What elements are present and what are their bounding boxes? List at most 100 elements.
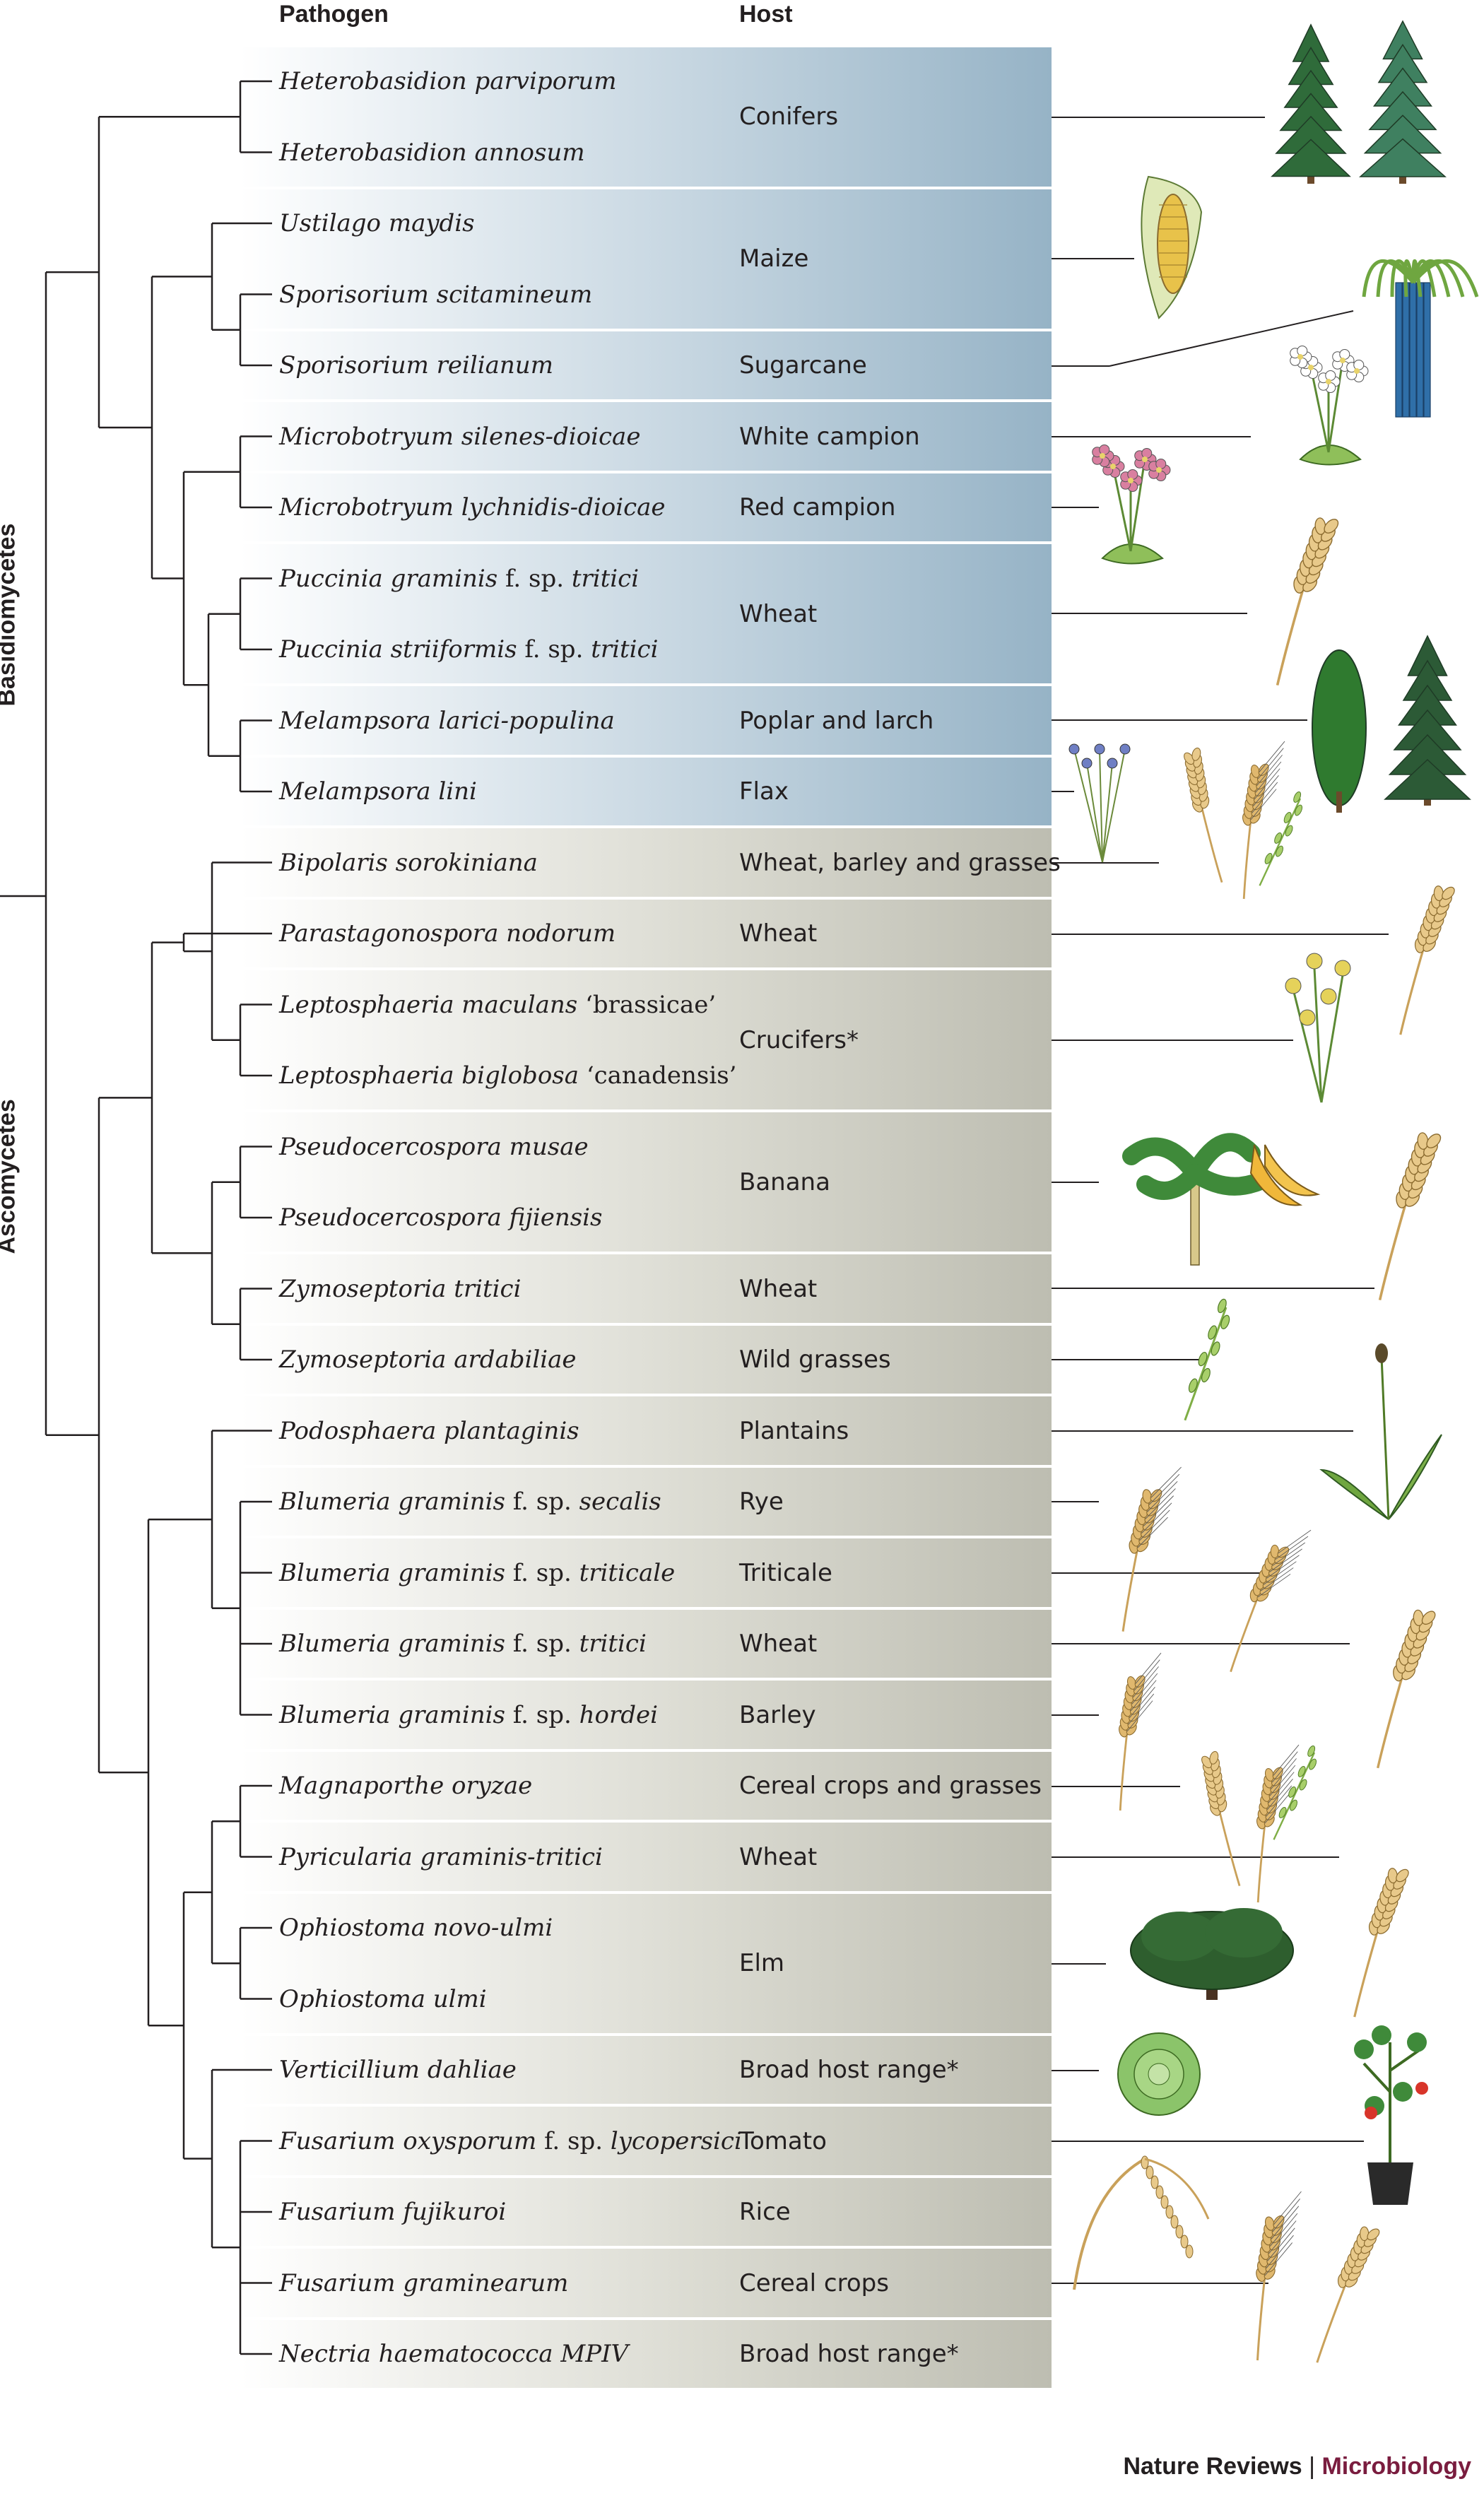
journal-name: Nature Reviews xyxy=(1123,2453,1302,2480)
pathogen-name: Blumeria graminis f. sp. secalis xyxy=(279,1488,661,1516)
sugarcane-icon xyxy=(1362,259,1479,418)
host-label: Wheat xyxy=(739,919,818,948)
pathogen-name: Leptosphaeria maculans ‘brassicae’ xyxy=(279,990,717,1019)
host-label: Poplar and larch xyxy=(739,706,934,735)
cereal-crops-icon xyxy=(1256,2191,1380,2363)
pathogen-name: Microbotryum lychnidis-dioicae xyxy=(279,493,666,522)
host-band xyxy=(240,2035,1052,2104)
pathogen-name: Puccinia striiformis f. sp. tritici xyxy=(279,635,659,664)
credit-divider: | xyxy=(1302,2453,1322,2480)
host-band xyxy=(240,828,1052,897)
tomato-plant-icon xyxy=(1354,2025,1428,2205)
wheat-barley-grass-icon xyxy=(1184,741,1303,900)
host-label: Cereal crops and grasses xyxy=(739,1772,1042,1800)
wild-grass-icon xyxy=(1184,1298,1230,1421)
host-label: Wild grasses xyxy=(739,1346,891,1374)
host-label: Flax xyxy=(739,777,789,806)
host-band xyxy=(240,1680,1052,1749)
pathogen-name: Melampsora lini xyxy=(279,777,477,806)
host-label: Elm xyxy=(739,1949,785,1978)
host-label: Triticale xyxy=(739,1558,832,1587)
host-band xyxy=(240,1254,1052,1323)
journal-section: Microbiology xyxy=(1321,2453,1471,2480)
host-column-header: Host xyxy=(739,1,793,28)
connector-line xyxy=(1109,310,1354,367)
host-band xyxy=(240,2249,1052,2317)
lettuce-icon xyxy=(1117,2032,1201,2116)
host-label: Wheat xyxy=(739,1274,818,1303)
wheat-icon xyxy=(1399,885,1455,1035)
host-label: Rice xyxy=(739,2198,791,2226)
host-band xyxy=(240,686,1052,755)
host-label: Conifers xyxy=(739,102,839,131)
plantain-icon xyxy=(1319,1343,1442,1520)
host-band xyxy=(240,331,1052,400)
pathogen-name: Ophiostoma novo-ulmi xyxy=(279,1914,553,1942)
pathogen-name: Nectria haematococca MPIV xyxy=(279,2340,629,2368)
host-band xyxy=(240,757,1052,826)
host-band xyxy=(240,473,1052,542)
host-band xyxy=(240,2177,1052,2247)
red-campion-icon xyxy=(1092,444,1171,565)
rice-icon xyxy=(1073,2155,1210,2290)
pathogen-name: Blumeria graminis f. sp. hordei xyxy=(279,1700,658,1729)
pathogen-name: Pseudocercospora musae xyxy=(279,1132,589,1161)
pathogen-name: Microbotryum silenes-dioicae xyxy=(279,422,641,451)
triticale-icon xyxy=(1230,1529,1312,1673)
pathogen-name: Fusarium fujikuroi xyxy=(279,2198,507,2226)
pathogen-name: Fusarium graminearum xyxy=(279,2268,569,2297)
host-label: Red campion xyxy=(739,493,896,522)
pathogen-name: Ustilago maydis xyxy=(279,209,475,237)
pathogen-column-header: Pathogen xyxy=(279,1,389,28)
host-band xyxy=(240,970,1052,1110)
host-band xyxy=(240,1823,1052,1891)
host-label: Banana xyxy=(739,1167,830,1196)
host-label: Barley xyxy=(739,1700,816,1729)
host-band xyxy=(240,544,1052,684)
basidiomycetes-label: Basidiomycetes xyxy=(0,523,20,707)
host-band xyxy=(240,1467,1052,1536)
host-label: Rye xyxy=(739,1488,784,1516)
host-band xyxy=(240,1112,1052,1252)
pathogen-name: Pyricularia graminis-tritici xyxy=(279,1842,603,1871)
pathogen-name: Pseudocercospora fijiensis xyxy=(279,1203,603,1232)
wheat-icon xyxy=(1353,1868,1409,2018)
pathogen-name: Puccinia graminis f. sp. tritici xyxy=(279,564,640,593)
wheat-icon xyxy=(1377,1609,1436,1769)
host-band xyxy=(240,1893,1052,2033)
white-campion-icon xyxy=(1290,345,1369,466)
host-band xyxy=(240,189,1052,329)
host-label: Wheat xyxy=(739,1630,818,1658)
host-label: Wheat, barley and grasses xyxy=(739,848,1061,877)
wheat-icon xyxy=(1378,1132,1442,1301)
pathogen-name: Ophiostoma ulmi xyxy=(279,1984,487,2013)
pathogen-name: Verticillium dahliae xyxy=(279,2056,517,2084)
pathogen-name: Fusarium oxysporum f. sp. lycopersici xyxy=(279,2126,742,2155)
pathogen-name: Sporisorium scitamineum xyxy=(279,280,593,309)
pathogen-name: Melampsora larici-populina xyxy=(279,706,615,735)
host-band xyxy=(240,1325,1052,1394)
host-band xyxy=(240,47,1052,187)
pathogen-name: Magnaporthe oryzae xyxy=(279,1772,533,1800)
pathogen-name: Leptosphaeria biglobosa ‘canadensis’ xyxy=(279,1061,737,1090)
pathogen-name: Parastagonospora nodorum xyxy=(279,919,616,948)
host-label: Broad host range* xyxy=(739,2056,959,2084)
host-label: Wheat xyxy=(739,599,818,628)
host-band xyxy=(240,2107,1052,2175)
host-band xyxy=(240,1538,1052,1607)
host-label: Crucifers* xyxy=(739,1025,859,1054)
host-label: White campion xyxy=(739,422,920,451)
host-band xyxy=(240,1751,1052,1820)
pathogen-name: Bipolaris sorokiniana xyxy=(279,848,538,877)
pathogen-name: Podosphaera plantaginis xyxy=(279,1416,579,1445)
pathogen-name: Zymoseptoria ardabiliae xyxy=(279,1346,577,1374)
rye-icon xyxy=(1121,1466,1182,1632)
journal-credit: Nature Reviews | Microbiology xyxy=(1123,2453,1471,2480)
host-label: Tomato xyxy=(739,2126,827,2155)
pathogen-name: Sporisorium reilianum xyxy=(279,351,553,379)
cereal-grass-icon xyxy=(1201,1744,1317,1903)
conifer-trees-icon xyxy=(1271,20,1447,184)
host-label: Plantains xyxy=(739,1416,849,1445)
